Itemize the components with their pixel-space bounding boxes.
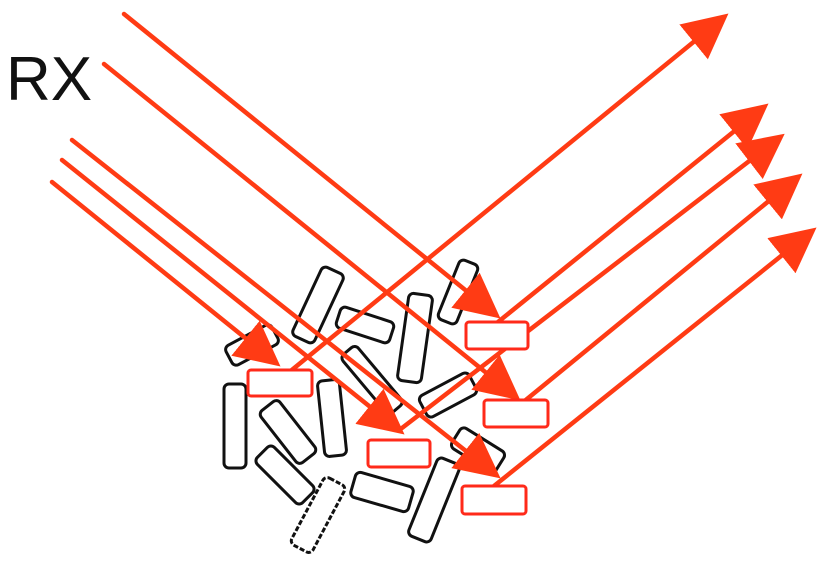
reflecting-crystallite [466, 322, 528, 349]
diffracted-beam [516, 182, 792, 408]
incident-beam [124, 14, 490, 310]
reflecting-crystallite [248, 370, 312, 396]
reflecting-crystallite [484, 400, 548, 427]
diffracted-beam [494, 236, 806, 486]
crystallite [317, 379, 347, 457]
diffracted-beam [498, 112, 758, 322]
reflecting-crystallite [368, 440, 430, 467]
reflecting-crystallite [462, 486, 526, 514]
rx-label: RX [6, 45, 92, 114]
crystallite [437, 259, 480, 326]
crystallite [407, 457, 461, 544]
crystallite [350, 471, 415, 513]
crystallite [224, 384, 246, 468]
crystallite [340, 344, 404, 415]
